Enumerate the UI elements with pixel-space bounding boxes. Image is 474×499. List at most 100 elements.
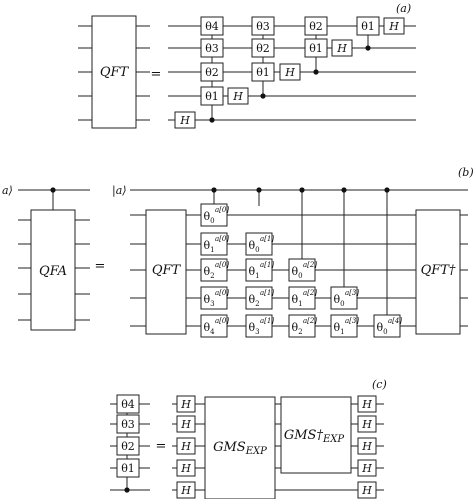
panel-c-gms-dagger-box [280, 396, 352, 474]
panel-b-ket-left: a⟩ [2, 184, 13, 197]
panel-b-rot-box [200, 258, 228, 282]
panel-c-label: (c) [372, 378, 387, 391]
panel-a-rot-box [356, 16, 380, 36]
panel-b-rot-box [200, 232, 228, 256]
panel-a-rot: θ3 [205, 42, 219, 55]
panel-b-rot-box [330, 314, 358, 338]
panel-c-h: H [361, 418, 372, 431]
panel-a-rot: θ1 [205, 90, 219, 103]
panel-a-rot: θ1 [361, 20, 375, 33]
panel-b-rot-base: θ [203, 293, 210, 306]
panel-b-rot-sup: a[2] [303, 261, 317, 269]
panel-c-rot-box [116, 414, 140, 434]
panel-b-rot-sup: a[0] [215, 235, 229, 243]
panel-b-rot-sub: 3 [210, 300, 214, 308]
panel-b-rot-box [200, 314, 228, 338]
panel-c-h-box [176, 481, 196, 499]
panel-a-rot: θ2 [205, 66, 219, 79]
panel-b-control-dot [256, 187, 262, 193]
panel-c-h-box [176, 437, 196, 455]
panel-b-rot-sub: 1 [298, 300, 302, 308]
panel-a-rot: θ1 [309, 42, 323, 55]
panel-b-rot-base: θ [291, 293, 298, 306]
panel-c-gms-dagger-label: GMS†EXP [284, 428, 345, 445]
panel-b-rot-sub: 0 [383, 328, 387, 336]
panel-b-rot-sub: 2 [210, 272, 214, 280]
panel-b-equals: = [95, 259, 106, 274]
panel-b-rot-sup: a[0] [215, 317, 229, 325]
panel-b-rot-base: θ [203, 210, 210, 223]
panel-b-qfa-label: QFA [39, 264, 67, 279]
panel-c-gms-label: GMSEXP [213, 440, 267, 457]
panel-c-gms-dagger-name: GMS† [284, 428, 324, 443]
panel-a-rot: θ2 [309, 20, 323, 33]
panel-c-equals: = [156, 439, 167, 454]
panel-b-qfa-box [30, 209, 76, 331]
panel-b-rot-base: θ [248, 321, 255, 334]
panel-c-h: H [180, 462, 191, 475]
panel-a-h2: H [232, 90, 243, 103]
panel-b-rot: θ2 [248, 293, 259, 308]
panel-b-rot-box [245, 258, 273, 282]
panel-c-control-dot [124, 487, 130, 493]
panel-b-rot: θ3 [203, 293, 214, 308]
panel-b-rot-box [200, 286, 228, 310]
panel-b-rot-sub: 1 [340, 328, 344, 336]
panel-c-h: H [180, 440, 191, 453]
panel-a-control-dot [209, 117, 215, 123]
panel-b-rot-sub: 1 [255, 272, 259, 280]
panel-b-rot-sup: a[2] [303, 289, 317, 297]
panel-b-rot-sup: a[3] [345, 289, 359, 297]
panel-b-rot-base: θ [203, 239, 210, 252]
panel-b-rot-sub: 0 [210, 217, 214, 225]
panel-a-rot-box [251, 62, 275, 82]
panel-a-rot-box [200, 62, 224, 82]
panel-b-rot-sup: a[1] [260, 289, 274, 297]
panel-c-h: H [361, 440, 372, 453]
panel-a-h1-box [174, 111, 196, 129]
panel-b-rot-sup: a[2] [303, 317, 317, 325]
panel-a-control-dot [260, 93, 266, 99]
panel-a-h1: H [179, 114, 190, 127]
panel-b: (b) a⟩ QFA = |a⟩ QFT QFT† [2, 166, 474, 338]
panel-c-rot-box [116, 394, 140, 414]
panel-b-ket-right: |a⟩ [112, 184, 127, 198]
panel-b-qft-dagger-box [415, 209, 461, 335]
panel-b-label: (b) [458, 166, 474, 179]
panel-b-rot-box [200, 203, 228, 227]
panel-b-control-dot [299, 187, 305, 193]
panel-b-rot: θ0 [203, 210, 214, 225]
panel-c-rot: θ4 [121, 398, 135, 411]
panel-b-rot-base: θ [203, 321, 210, 334]
panel-b-rot-base: θ [333, 321, 340, 334]
panel-c-h: H [361, 462, 372, 475]
panel-c-h-box [176, 415, 196, 433]
panel-c-rot-box [116, 436, 140, 456]
panel-a-rot-box [304, 38, 328, 58]
panel-a-equals: = [151, 67, 162, 82]
panel-b-rot: θ0 [248, 239, 259, 254]
panel-c-rot: θ3 [121, 418, 135, 431]
panel-a-rot: θ1 [256, 66, 270, 79]
panel-b-qft-label: QFT [152, 263, 182, 278]
panel-b-control-dot [384, 187, 390, 193]
panel-b-rot: θ2 [203, 265, 214, 280]
panel-a-rot-box [200, 38, 224, 58]
panel-b-rot: θ1 [333, 321, 344, 336]
panel-b-rot-sup: a[0] [215, 261, 229, 269]
panel-b-rot-base: θ [248, 293, 255, 306]
panel-b-rot-base: θ [291, 321, 298, 334]
panel-b-rot-base: θ [376, 321, 383, 334]
panel-c-gms-sub: EXP [245, 446, 267, 457]
panel-c-h: H [180, 398, 191, 411]
panel-a-h5-box [383, 17, 405, 35]
panel-b-rot: θ1 [291, 293, 302, 308]
panel-b-rot-sub: 2 [255, 300, 259, 308]
panel-a-rot-box [251, 16, 275, 36]
panel-a-h2-box [227, 87, 249, 105]
panel-c-rot: θ2 [121, 440, 135, 453]
panel-b-rot-sub: 1 [210, 246, 214, 254]
